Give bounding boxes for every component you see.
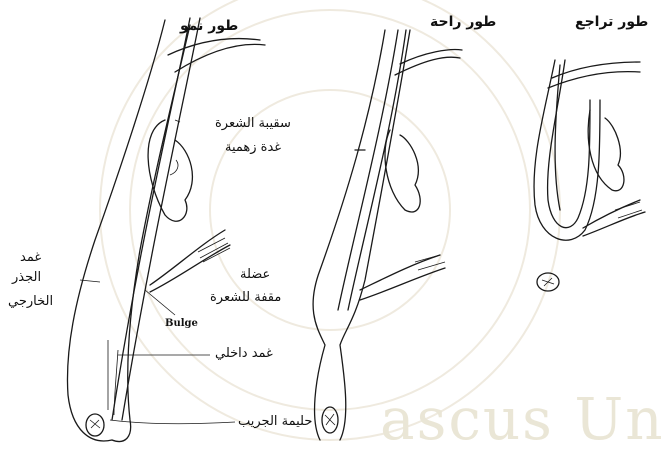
label-arrector-pili-1: عضلة xyxy=(240,267,270,283)
label-bulge: Bulge xyxy=(165,316,198,332)
rest-stage-title: طور راحة xyxy=(430,14,496,30)
label-hair-shaft: سقيبة الشعرة xyxy=(215,116,291,132)
label-inner-sheath: غمد داخلي xyxy=(215,346,273,362)
regression-stage-title: طور تراجع xyxy=(575,14,648,30)
label-outer-root-sheath-2: الجذر xyxy=(12,270,41,286)
label-sebaceous-gland: غدة زهمية xyxy=(225,140,281,156)
rest-follicle xyxy=(313,30,462,440)
label-outer-root-sheath-1: غمد xyxy=(20,250,41,266)
growth-stage-title: طور نمو xyxy=(180,18,238,34)
label-dermal-papilla: حليمة الجريب xyxy=(238,414,312,430)
label-arrector-pili-2: مقفة للشعرة xyxy=(210,290,281,306)
regression-follicle xyxy=(534,60,645,291)
label-outer-root-sheath-3: الخارجي xyxy=(8,294,53,310)
growth-follicle xyxy=(67,18,265,441)
